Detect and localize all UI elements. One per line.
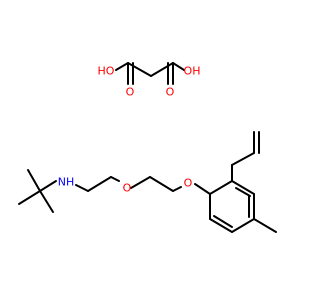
bond	[213, 215, 233, 228]
bond	[231, 180, 255, 195]
bond	[127, 62, 152, 77]
bond	[209, 218, 233, 233]
bond	[149, 176, 174, 192]
bond	[110, 176, 120, 182]
bond	[194, 183, 211, 195]
amine-nh-label: NH	[58, 176, 75, 189]
bond	[150, 62, 174, 77]
oxalic-carbonyl-o-left: O	[126, 86, 135, 99]
molecule-canvas: HO OH O O NH O O	[0, 0, 300, 300]
bond	[39, 190, 54, 213]
bond	[231, 152, 255, 166]
oxalic-ho-label: HO	[98, 65, 115, 78]
bond	[27, 169, 41, 192]
background	[0, 0, 300, 300]
bond	[231, 218, 255, 233]
bond	[172, 62, 185, 71]
bond	[172, 186, 182, 192]
ether-oxygen-1-label: O	[123, 182, 132, 195]
bond	[253, 218, 277, 233]
oxalic-acid-bonds	[115, 62, 185, 85]
bond	[75, 184, 89, 192]
bond	[209, 180, 233, 195]
amine-ether-bonds	[18, 131, 277, 233]
bond	[115, 62, 129, 71]
oxalic-carbonyl-o-right: O	[166, 86, 175, 99]
chemical-structure-drawing: HO OH O O NH O O	[0, 0, 300, 300]
bond	[130, 176, 151, 189]
bond	[235, 187, 251, 197]
bond	[87, 176, 112, 192]
bond	[18, 190, 41, 205]
oxalic-oh-label: OH	[184, 65, 201, 78]
ether-oxygen-2-label: O	[184, 177, 193, 190]
bond	[39, 180, 57, 192]
